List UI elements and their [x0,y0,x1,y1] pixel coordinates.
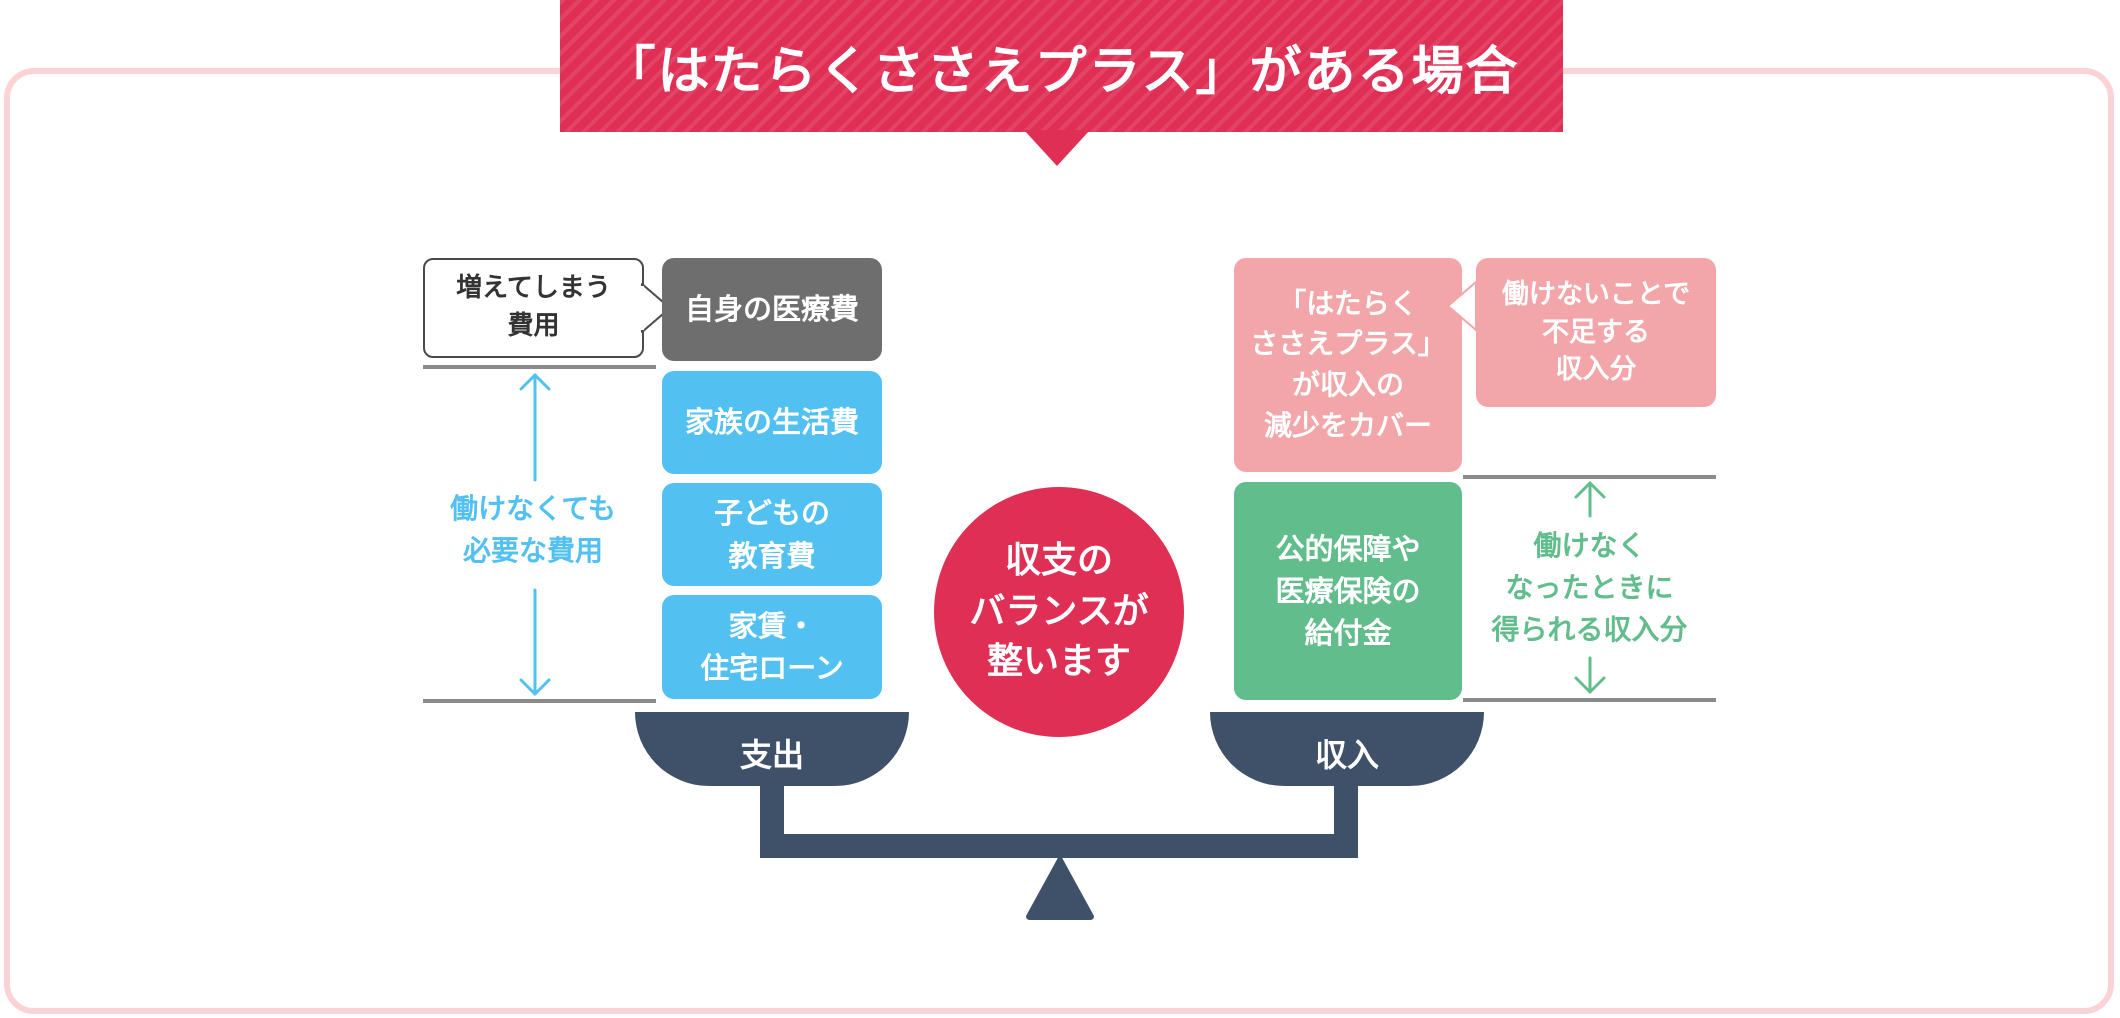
right-range-label: 働けなく なったときに 得られる収入分 [1491,529,1688,646]
left-range-label: 働けなくても 必要な費用 [450,492,616,567]
right-range-bottom-line [1463,698,1716,702]
left-range-top-line [423,365,656,369]
balance-circle: 収支の バランスが 整います [934,487,1184,737]
header-title: 「はたらくささえプラス」がある場合 [603,41,1520,102]
own-medical-cost-box: 自身の医療費 [662,258,882,361]
expense-pan-label: 支出 [739,736,804,774]
public-benefit-box: 公的保障や 医療保険の 給付金 [1234,482,1462,700]
rent-mortgage-box: 家賃・ 住宅ローン [662,595,882,699]
shortfall-income-box: 働けないことで 不足する 収入分 [1476,258,1716,407]
left-range-bottom-line [423,699,656,703]
callout-pointer-icon [640,283,671,333]
income-pan-label: 収入 [1314,736,1379,774]
left-range-arrow-icon [519,373,551,696]
child-education-cost-box: 子どもの 教育費 [662,483,882,586]
family-living-cost-box: 家族の生活費 [662,371,882,474]
scale-beam [760,834,1358,858]
coverage-pointer-icon [1447,281,1477,331]
banner-pointer [1024,130,1090,166]
expense-pan: 支出 [635,712,909,786]
header-banner: 「はたらくささえプラス」がある場合 [560,0,1563,132]
increasing-cost-callout: 増えてしまう 費用 [423,258,644,358]
right-range-top-line [1463,475,1716,479]
right-range-arrow-icon [1574,481,1606,694]
coverage-box: 「はたらく ささえプラス」 が収入の 減少をカバー [1234,258,1462,472]
income-pan: 収入 [1210,712,1484,786]
fulcrum-icon [1026,854,1094,920]
